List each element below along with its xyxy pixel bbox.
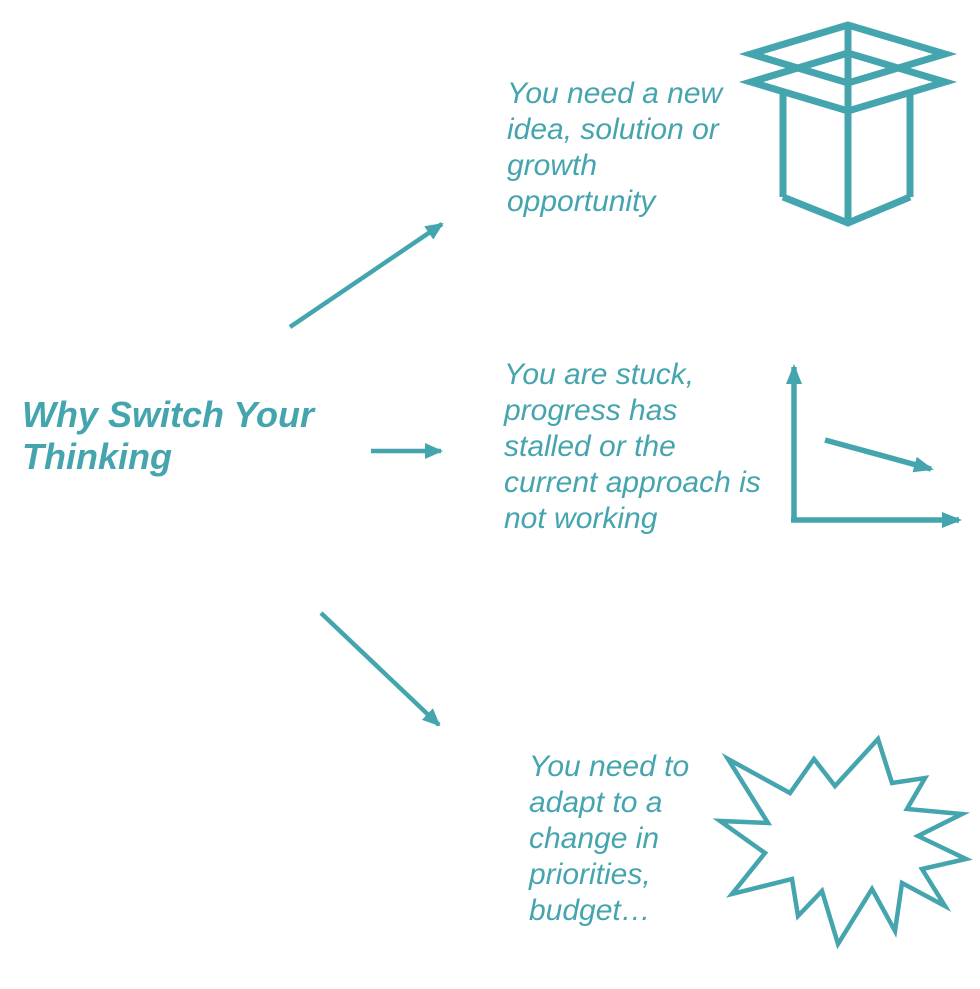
diagram-title: Why Switch Your Thinking: [22, 394, 315, 477]
starburst-icon: [712, 734, 973, 950]
reason-text-new-idea: You need a new idea, solution or growth …: [507, 77, 723, 218]
connector-arrow-down-icon: [319, 611, 441, 727]
connector-arrow-right-icon: [371, 443, 443, 459]
open-box-icon: [738, 21, 958, 227]
reason-text-stuck: You are stuck, progress has stalled or t…: [504, 358, 761, 535]
declining-chart-icon: [786, 364, 962, 528]
reason-text-adapt: You need to adapt to a change in priorit…: [529, 750, 690, 927]
connector-arrow-up-icon: [288, 222, 444, 329]
